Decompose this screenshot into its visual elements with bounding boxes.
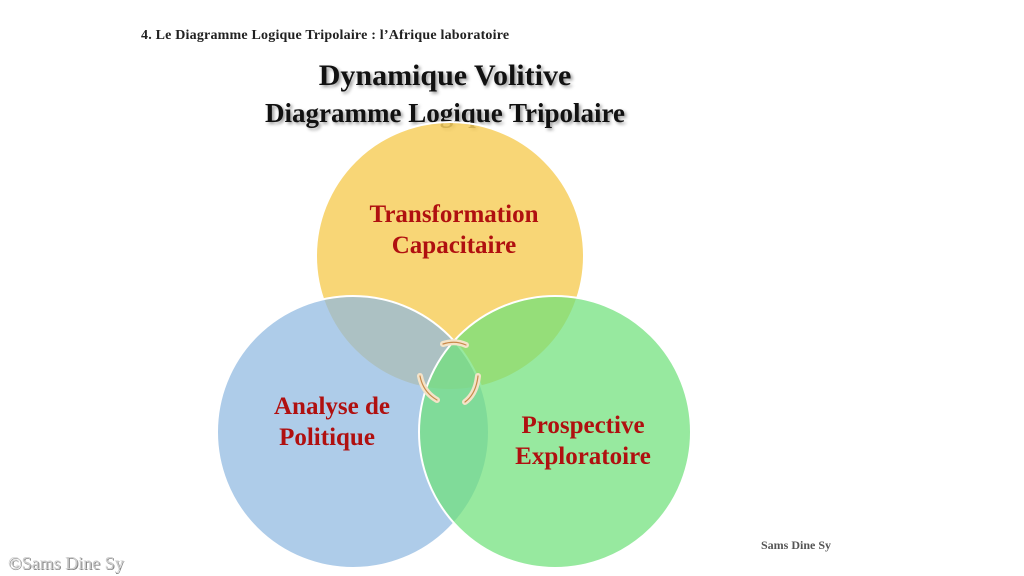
label-prospective-2: Exploratoire <box>515 443 651 470</box>
label-analyse-1: Analyse de <box>274 393 390 420</box>
copyright-credit: ©Sams Dine Sy <box>8 553 124 573</box>
circle-prospective <box>418 295 692 569</box>
cycle-arrows-icon <box>417 339 481 405</box>
label-analyse-2: Politique <box>279 424 375 451</box>
diagram-title-line1: Dynamique Volitive <box>318 59 572 92</box>
label-prospective-1: Prospective <box>521 412 644 439</box>
slide-heading: 4. Le Diagramme Logique Tripolaire : l’A… <box>141 28 510 43</box>
label-transformation-1: Transformation <box>370 201 539 228</box>
label-transformation-2: Capacitaire <box>392 232 517 259</box>
author-credit: Sams Dine Sy <box>761 538 832 552</box>
